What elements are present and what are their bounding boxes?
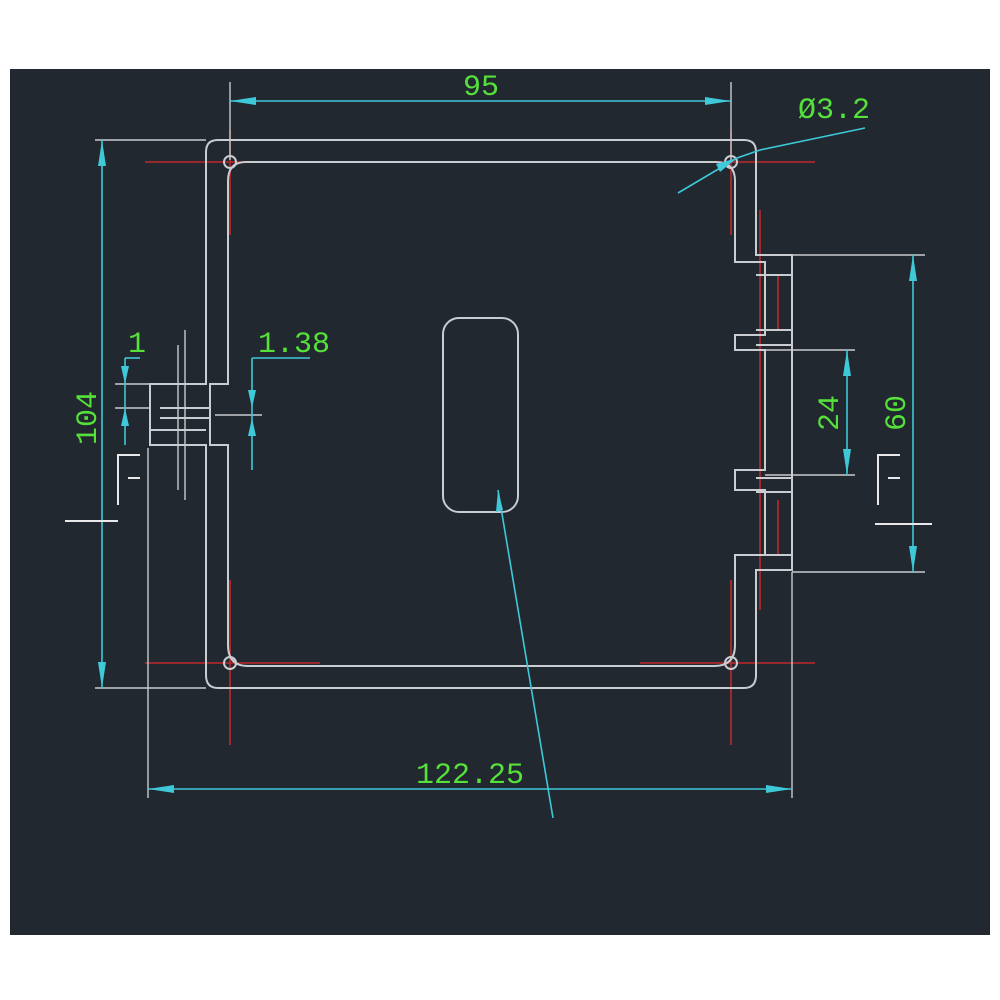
plate-outline [149,139,793,689]
center-slot-cutout [442,317,519,513]
cad-viewport[interactable]: 95 Ø3.2 104 1 1.38 24 60 122.25 [10,69,990,935]
dim-hole-diameter: Ø3.2 [798,94,870,128]
dim-tab-span: 60 [881,395,915,431]
mounting-holes [223,155,738,670]
dim-tab-height: 24 [814,395,848,431]
technical-drawing: 95 Ø3.2 104 1 1.38 24 60 122.25 [65,71,932,819]
dimension-lines [98,97,917,819]
hole-bottom-right [724,656,738,670]
dim-top-hole-spacing: 95 [463,71,499,105]
hole-bottom-left [223,656,237,670]
center-lines [145,130,815,745]
extension-lines [95,82,925,798]
dim-thickness-left: 1 [128,328,146,362]
dim-slot-gap: 1.38 [258,328,330,362]
dim-overall-width: 122.25 [416,759,524,793]
section-marks [65,454,932,525]
dim-overall-height: 104 [72,391,106,445]
